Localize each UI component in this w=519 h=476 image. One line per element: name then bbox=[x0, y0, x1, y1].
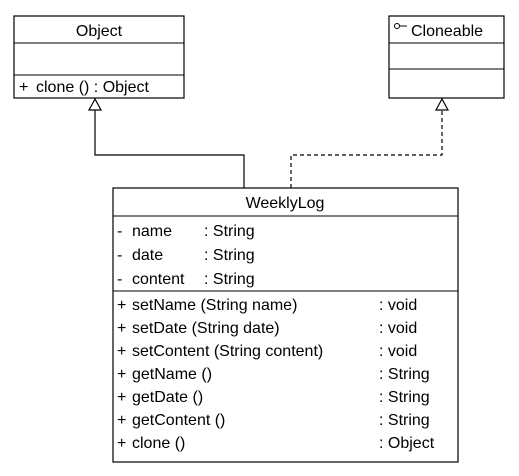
method-return: : String bbox=[379, 366, 430, 383]
attr-vis: - bbox=[117, 271, 122, 288]
method-vis: + bbox=[117, 389, 126, 406]
method-vis: + bbox=[117, 297, 126, 314]
attr-name: content bbox=[132, 271, 185, 288]
hollow-triangle-arrow-icon bbox=[434, 97, 450, 111]
class-object[interactable]: Object + clone () : Object bbox=[13, 15, 185, 99]
method-vis: + bbox=[117, 412, 126, 429]
realization-line bbox=[290, 110, 443, 188]
realization-connector bbox=[290, 97, 450, 188]
generalization-line bbox=[94, 110, 245, 188]
method-vis: + bbox=[117, 435, 126, 452]
method-signature: clone () bbox=[132, 435, 185, 452]
class-object-name: Object bbox=[76, 23, 123, 40]
hollow-triangle-arrow-icon bbox=[87, 97, 103, 111]
class-cloneable-name: Cloneable bbox=[411, 23, 483, 40]
method-vis: + bbox=[117, 366, 126, 383]
class-cloneable-box bbox=[388, 15, 505, 99]
method-return: : Object bbox=[379, 435, 435, 452]
method-return: : void bbox=[379, 297, 417, 314]
class-weeklylog-box bbox=[112, 187, 459, 463]
class-cloneable[interactable]: Cloneable bbox=[388, 15, 505, 99]
method-signature: setName (String name) bbox=[132, 297, 297, 314]
interface-icon bbox=[394, 23, 407, 29]
method-signature: getName () bbox=[132, 366, 212, 383]
class-weeklylog[interactable]: WeeklyLog - name : String - date : Strin… bbox=[112, 187, 459, 463]
method-vis: + bbox=[117, 320, 126, 337]
class-object-method-vis: + bbox=[19, 79, 28, 96]
method-return: : String bbox=[379, 412, 430, 429]
attr-name: name bbox=[132, 223, 172, 240]
attr-type: : String bbox=[204, 271, 255, 288]
class-object-method: clone () : Object bbox=[36, 79, 149, 96]
attr-vis: - bbox=[117, 223, 122, 240]
method-signature: setContent (String content) bbox=[132, 343, 323, 360]
attr-name: date bbox=[132, 247, 163, 264]
method-return: : void bbox=[379, 320, 417, 337]
attr-type: : String bbox=[204, 247, 255, 264]
method-signature: getDate () bbox=[132, 389, 203, 406]
method-signature: getContent () bbox=[132, 412, 225, 429]
attr-vis: - bbox=[117, 247, 122, 264]
generalization-connector bbox=[87, 97, 245, 188]
method-vis: + bbox=[117, 343, 126, 360]
method-return: : String bbox=[379, 389, 430, 406]
method-return: : void bbox=[379, 343, 417, 360]
method-signature: setDate (String date) bbox=[132, 320, 280, 337]
class-object-box bbox=[13, 15, 185, 99]
class-weeklylog-name: WeeklyLog bbox=[246, 195, 325, 212]
attr-type: : String bbox=[204, 223, 255, 240]
